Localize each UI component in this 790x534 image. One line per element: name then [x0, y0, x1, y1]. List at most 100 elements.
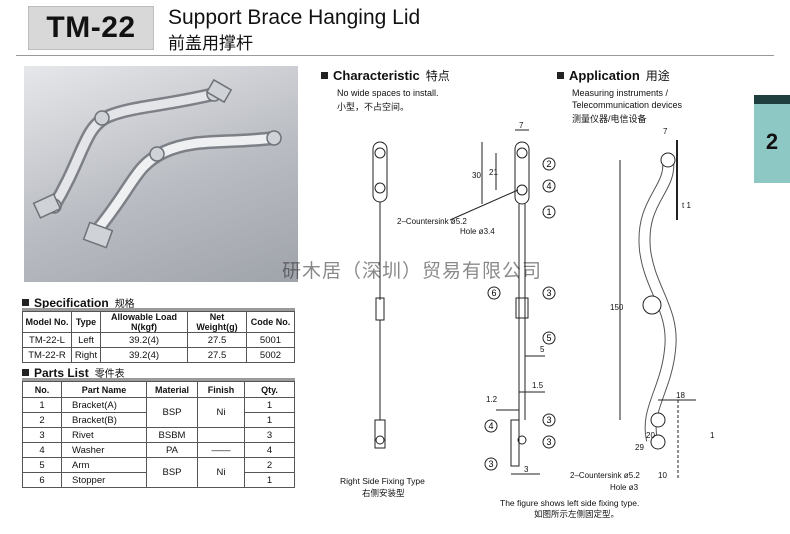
callout-3: 3 — [542, 286, 556, 300]
characteristic-title-cn: 特点 — [425, 69, 450, 83]
bullet-square-icon — [321, 72, 328, 79]
table-cell: 1 — [244, 397, 295, 413]
application-text-2: Telecommunication devices — [572, 100, 683, 110]
table-cell: Stopper — [61, 472, 147, 488]
table-cell: Arm — [61, 457, 147, 473]
dim-10: 10 — [658, 471, 667, 480]
pivot-hole-icon — [374, 182, 386, 194]
table-cell: Right — [71, 347, 101, 363]
stopper-side — [375, 297, 385, 321]
table-cell: 4 — [244, 442, 295, 458]
column-header: Model No. — [22, 311, 72, 333]
table-row: 5 Arm BSP Ni 2 — [22, 457, 295, 488]
specification-title-cn: 规格 — [114, 299, 135, 310]
svg-text:1: 1 — [546, 207, 551, 217]
bullet-square-icon — [22, 299, 29, 306]
specification-bar — [22, 308, 295, 311]
table-cell: BSP — [146, 457, 198, 488]
table-cell: 27.5 — [187, 332, 247, 348]
dim-5: 5 — [540, 345, 545, 354]
table-cell — [197, 427, 245, 443]
table-cell: Ni — [197, 457, 245, 488]
table-header-row: No. Part Name Material Finish Qty. — [22, 381, 295, 398]
hole-note-right: Hole ø3 — [610, 483, 639, 492]
column-header: Net Weight(g) — [187, 311, 247, 333]
svg-text:6: 6 — [491, 288, 496, 298]
application-title-cn: 用途 — [645, 69, 670, 83]
specification-title: Specification — [34, 296, 109, 310]
table-cell: 5002 — [246, 347, 295, 363]
product-title-cn: 前盖用撑杆 — [168, 34, 253, 53]
dim-1: 1 — [710, 431, 715, 440]
caption-left-side: The figure shows left side fixing type. — [500, 498, 640, 508]
application-heading: Application 用途 — [557, 67, 670, 84]
table-cell: 3 — [22, 427, 62, 443]
callout-5: 5 — [542, 331, 556, 345]
dim-7: 7 — [519, 121, 524, 130]
pivot-hole-icon — [650, 434, 666, 450]
bullet-square-icon — [557, 72, 564, 79]
pivot-hole-icon — [374, 147, 386, 159]
column-header: Material — [146, 381, 198, 398]
section-tab-bar — [754, 95, 790, 104]
hole-note: Hole ø3.4 — [460, 227, 495, 236]
table-cell: 4 — [22, 442, 62, 458]
model-number: TM-22 — [46, 11, 136, 44]
table-cell: Left — [71, 332, 101, 348]
table-cell: BSBM — [146, 427, 198, 443]
table-cell: TM-22-L — [22, 332, 72, 348]
characteristic-title: Characteristic — [333, 68, 420, 83]
part-callouts: 2 4 1 6 3 5 3 4 3 3 — [484, 157, 556, 471]
dim-150: 150 — [610, 303, 624, 312]
callout-1: 1 — [542, 205, 556, 219]
technical-drawings: 2 4 1 6 3 5 3 4 3 3 7 21 30 5 1.5 1.2 3 … — [372, 121, 715, 492]
table-cell: Ni — [197, 397, 245, 428]
callout-3: 2 — [542, 157, 556, 171]
product-photo — [24, 66, 298, 282]
table-cell: 1 — [22, 397, 62, 413]
table-cell: 39.2(4) — [100, 332, 188, 348]
table-row: 4 Washer PA —— 4 — [22, 442, 295, 458]
header-divider — [16, 55, 774, 56]
svg-text:3: 3 — [546, 437, 551, 447]
callout-4: 4 — [542, 179, 556, 193]
table-cell: 2 — [244, 457, 295, 473]
callout-2: 3 — [484, 457, 498, 471]
stopper-front — [515, 297, 529, 319]
pivot-hole-icon — [650, 412, 666, 428]
bracket-a-front — [514, 141, 530, 205]
application-text-cn: 测量仪器/电信设备 — [572, 114, 647, 124]
dim-7-right: 7 — [663, 127, 668, 136]
dim-1-2: 1.2 — [486, 395, 498, 404]
bracket-b-front — [510, 419, 520, 467]
column-header: No. — [22, 381, 62, 398]
svg-text:2: 2 — [546, 159, 551, 169]
pivot-hole-icon — [660, 152, 676, 168]
dim-3: 3 — [524, 465, 529, 474]
dim-18: 18 — [676, 391, 685, 400]
callout-4: 4 — [484, 419, 498, 433]
table-header-row: Model No. Type Allowable Load N(kgf) Net… — [22, 311, 295, 333]
application-text-1: Measuring instruments / — [572, 88, 669, 98]
column-header: Type — [71, 311, 101, 333]
column-header: Allowable Load N(kgf) — [100, 311, 188, 333]
table-cell: 39.2(4) — [100, 347, 188, 363]
dim-21: 21 — [489, 168, 498, 177]
characteristic-text-cn: 小型，不占空间。 — [337, 102, 410, 112]
characteristic-text: No wide spaces to install. — [337, 88, 439, 98]
table-cell: 5 — [22, 457, 62, 473]
table-row: 1 Bracket(A) BSP Ni 1 — [22, 397, 295, 428]
table-cell: Washer — [61, 442, 147, 458]
specification-table: Model No. Type Allowable Load N(kgf) Net… — [22, 311, 295, 363]
characteristic-heading: Characteristic 特点 — [321, 67, 450, 84]
column-header: Code No. — [246, 311, 295, 333]
section-tab: 2 — [754, 95, 790, 183]
svg-text:4: 4 — [488, 421, 493, 431]
countersink-note-right: 2–Countersink ø5.2 — [570, 471, 640, 480]
specification-heading: Specification 规格 — [22, 295, 135, 310]
dim-29: 29 — [635, 443, 644, 452]
table-cell: 1 — [244, 472, 295, 488]
table-cell: —— — [197, 442, 245, 458]
application-title: Application — [569, 68, 640, 83]
table-cell: Bracket(B) — [61, 412, 147, 428]
